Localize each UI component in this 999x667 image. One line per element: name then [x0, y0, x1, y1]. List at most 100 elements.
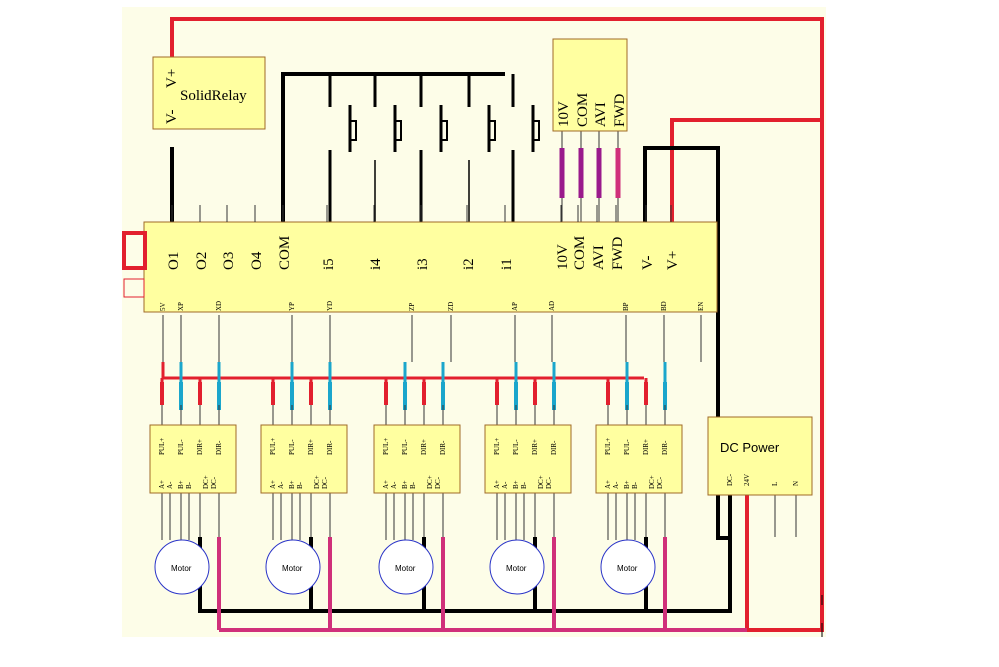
driver-top-pin: PUL+ [604, 438, 612, 455]
switch-body [394, 120, 402, 141]
motor-label: Motor [171, 564, 192, 573]
driver-1: PUL+PUL-DIR+DIR-A+A-B+B-DC+DC- [149, 424, 237, 494]
driver-bottom-pin: B- [631, 481, 639, 489]
driver-bottom-pin: A+ [493, 480, 501, 489]
dc-power-pin: L [771, 482, 779, 486]
controller-pin-label: V+ [665, 251, 681, 270]
driver-top-pin: PUL- [288, 439, 296, 455]
controller-bottom-label: YD [326, 301, 334, 311]
driver-top-pin: DIR- [661, 440, 669, 455]
motor-label: Motor [282, 564, 303, 573]
driver-bottom-pin: A- [390, 481, 398, 489]
motor-circle [378, 539, 434, 595]
driver-top-pin: DIR+ [307, 439, 315, 455]
driver-top-pin: DIR- [215, 440, 223, 455]
driver-bottom-pin: DC- [656, 476, 664, 489]
driver-bottom-pin: A- [166, 481, 174, 489]
controller-bottom-label: XP [177, 302, 185, 311]
controller-pin-label: i4 [368, 258, 384, 270]
driver-top-pin: DIR+ [642, 439, 650, 455]
controller-pin-label: O3 [221, 252, 237, 270]
driver-bottom-pin: DC- [545, 476, 553, 489]
controller-pin-label: O1 [166, 252, 182, 270]
driver-bottom-pin: B+ [401, 480, 409, 489]
controller-box [143, 221, 718, 313]
driver-5: PUL+PUL-DIR+DIR-A+A-B+B-DC+DC- [595, 424, 683, 494]
driver-top-pin: PUL+ [269, 438, 277, 455]
driver-bottom-pin: DC+ [537, 475, 545, 489]
driver-bottom-pin: DC- [321, 476, 329, 489]
motor-circle [265, 539, 321, 595]
wire-black-vminus [643, 146, 732, 540]
drivers: PUL+PUL-DIR+DIR-A+A-B+B-DC+DC-PUL+PUL-DI… [149, 424, 683, 494]
driver-top-pin: PUL+ [382, 438, 390, 455]
controller-small-port [123, 278, 145, 298]
solid-relay-vplus: V+ [164, 69, 180, 88]
controller-red-port [122, 231, 147, 270]
driver-bottom-pin: DC+ [648, 475, 656, 489]
driver-top-pin: PUL- [512, 439, 520, 455]
controller-pin-label: AVI [591, 245, 607, 270]
driver-top-pin: DIR+ [531, 439, 539, 455]
driver-bottom-pin: A+ [269, 480, 277, 489]
driver-2: PUL+PUL-DIR+DIR-A+A-B+B-DC+DC- [260, 424, 348, 494]
controller-pin-label: COM [572, 236, 588, 270]
controller-pin-label: V- [640, 256, 656, 270]
controller-pin-label: FWD [610, 237, 626, 271]
driver-bottom-pin: B+ [623, 480, 631, 489]
driver-bottom-pin: A+ [382, 480, 390, 489]
motor-label: Motor [506, 564, 527, 573]
solid-relay-title: SolidRelay [180, 88, 247, 104]
driver-top-pin: PUL+ [158, 438, 166, 455]
driver-box [484, 424, 572, 494]
wire-red-relay-loop [170, 17, 824, 632]
inverter-pin-label: FWD [612, 94, 628, 128]
inverter-pin-label: AVI [593, 102, 609, 127]
controller-bottom-label: YP [288, 302, 296, 311]
controller-pin-label: i2 [461, 258, 477, 270]
driver-box [149, 424, 237, 494]
controller-bottom-label: 5V [159, 302, 167, 311]
dc-power-title: DC Power [720, 440, 780, 455]
driver-bottom-pin: B- [409, 481, 417, 489]
motor-circle [489, 539, 545, 595]
driver-top-pin: DIR- [326, 440, 334, 455]
solid-relay-box [152, 56, 266, 130]
switch-body [349, 120, 357, 141]
motor-label: Motor [617, 564, 638, 573]
driver-box [260, 424, 348, 494]
driver-bottom-pin: DC- [210, 476, 218, 489]
controller-pin-label: i3 [415, 258, 431, 270]
controller-bottom-label: EN [697, 302, 705, 311]
controller-pin-label: i1 [499, 258, 515, 270]
driver-bottom-pin: A- [612, 481, 620, 489]
dc-power-pin: N [792, 481, 800, 486]
dc-power-box [707, 416, 813, 496]
driver-top-pin: PUL- [401, 439, 409, 455]
motor-circle [154, 539, 210, 595]
controller-pin-label: O4 [249, 251, 265, 270]
driver-top-pin: DIR- [550, 440, 558, 455]
driver-bottom-pin: A+ [158, 480, 166, 489]
driver-bottom-pin: DC+ [313, 475, 321, 489]
driver-bottom-pin: A- [501, 481, 509, 489]
driver-top-pin: PUL- [623, 439, 631, 455]
wire-red-vplus [670, 118, 822, 222]
dc-power-pin: 24V [743, 474, 751, 486]
driver-bottom-pin: B+ [288, 480, 296, 489]
driver-top-pin: PUL+ [493, 438, 501, 455]
controller-pin-label: COM [277, 236, 293, 270]
driver-bottom-pin: DC+ [202, 475, 210, 489]
driver-top-pin: DIR+ [420, 439, 428, 455]
inverter-box [552, 38, 628, 132]
driver-4: PUL+PUL-DIR+DIR-A+A-B+B-DC+DC- [484, 424, 572, 494]
motor-circle [600, 539, 656, 595]
controller-bottom-label: ZP [408, 303, 416, 311]
inverter-pin-label: 10V [556, 101, 572, 127]
switch-body [440, 120, 448, 141]
driver-bottom-pin: DC+ [426, 475, 434, 489]
